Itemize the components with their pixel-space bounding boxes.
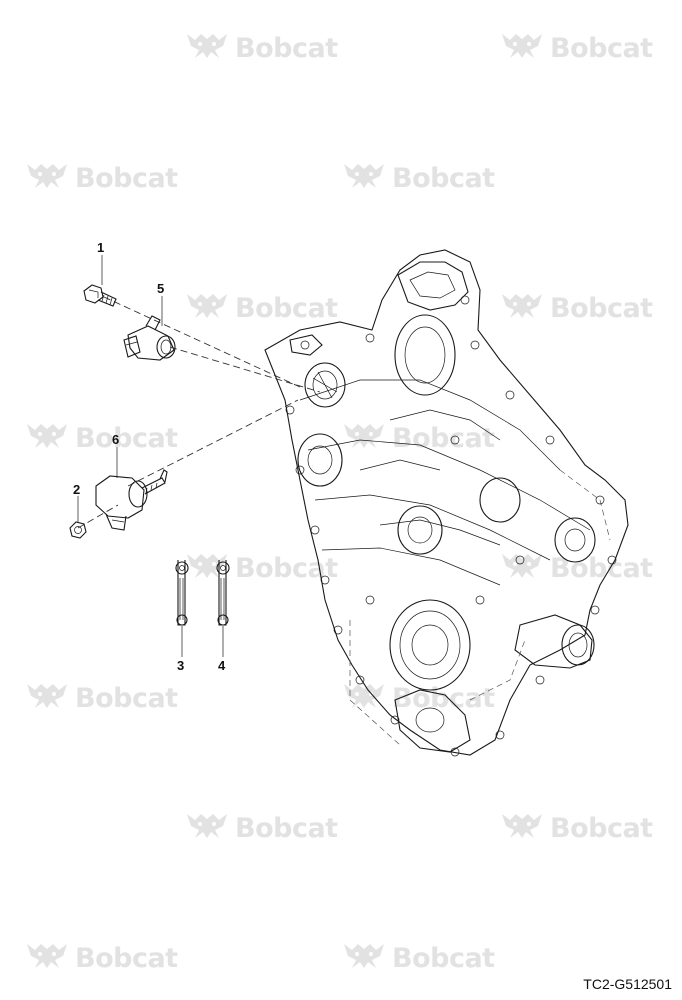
bobcat-logo-icon [342,160,386,197]
watermark-12: Bobcat [185,810,338,847]
bobcat-logo-icon [500,810,544,847]
watermark-9: Bobcat [500,550,653,587]
figure-id: TC2-G512501 [583,976,672,992]
bobcat-logo-icon [342,940,386,977]
watermark-1: Bobcat [500,30,653,67]
bobcat-logo-icon [185,30,229,67]
watermark-7: Bobcat [342,420,495,457]
sensor-part-6 [95,469,168,531]
callout-1: 1 [97,240,105,255]
watermark-text: Bobcat [550,813,653,844]
watermark-text: Bobcat [550,293,653,324]
watermark-text: Bobcat [392,943,495,974]
bolt-part [83,284,117,307]
assembly-line-sensor-5 [169,346,321,393]
assembly-line-bolt [103,296,301,388]
callout-3: 3 [177,658,185,673]
watermark-text: Bobcat [235,813,338,844]
bobcat-logo-icon [500,290,544,327]
watermark-text: Bobcat [75,943,178,974]
watermark-8: Bobcat [185,550,338,587]
watermark-0: Bobcat [185,30,338,67]
bobcat-logo-icon [25,160,69,197]
watermark-6: Bobcat [25,420,178,457]
assembly-line-sensor-6 [127,399,299,487]
bobcat-logo-icon [25,680,69,717]
bobcat-logo-icon [25,940,69,977]
watermark-text: Bobcat [550,553,653,584]
bobcat-logo-icon [342,420,386,457]
callout-6: 6 [112,432,120,447]
watermark-3: Bobcat [342,160,495,197]
watermark-text: Bobcat [235,33,338,64]
watermark-13: Bobcat [500,810,653,847]
watermark-text: Bobcat [392,423,495,454]
callout-4: 4 [218,658,226,673]
watermark-11: Bobcat [342,680,495,717]
watermark-text: Bobcat [235,293,338,324]
bobcat-logo-icon [185,810,229,847]
callout-5: 5 [157,281,165,296]
bobcat-logo-icon [25,420,69,457]
assembly-line-nut [77,504,119,529]
engine-front-cover [264,249,629,757]
bobcat-logo-icon [500,550,544,587]
strap-part-4 [216,560,230,626]
watermark-2: Bobcat [25,160,178,197]
sensor-part-5 [123,315,176,361]
bobcat-logo-icon [185,290,229,327]
watermark-15: Bobcat [342,940,495,977]
watermark-text: Bobcat [75,423,178,454]
watermark-text: Bobcat [392,163,495,194]
watermark-5: Bobcat [500,290,653,327]
bobcat-logo-icon [185,550,229,587]
watermark-text: Bobcat [75,683,178,714]
watermark-text: Bobcat [392,683,495,714]
strap-part-3 [175,560,189,626]
nut-part [69,521,87,539]
bobcat-logo-icon [500,30,544,67]
watermark-14: Bobcat [25,940,178,977]
callout-2: 2 [73,482,81,497]
watermark-text: Bobcat [550,33,653,64]
watermark-4: Bobcat [185,290,338,327]
watermark-10: Bobcat [25,680,178,717]
watermark-text: Bobcat [75,163,178,194]
